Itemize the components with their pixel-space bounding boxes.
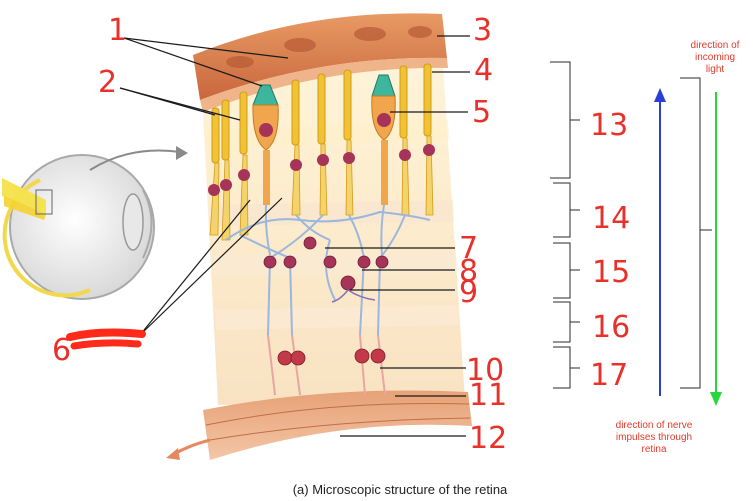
svg-text:incoming: incoming	[695, 52, 735, 63]
label-13: 13	[590, 108, 628, 143]
label-2: 2	[98, 65, 117, 100]
bipolar-cells	[225, 204, 431, 336]
green-arrowhead	[710, 392, 722, 406]
label-3: 3	[473, 13, 492, 48]
bipolar-nuclei	[263, 236, 389, 269]
svg-text:direction of nerve: direction of nerve	[616, 420, 693, 431]
labels: 1 2 3 4 5 6 7 8 9 10 11 12 13 14 15 16 1…	[52, 13, 630, 456]
label-7: 7	[459, 231, 478, 266]
cones	[252, 74, 396, 205]
amacrine-cell	[331, 275, 376, 303]
nerve-impulse-note: direction of nerve impulses through reti…	[616, 420, 693, 455]
svg-text:direction of: direction of	[691, 40, 740, 51]
label-11: 11	[469, 378, 507, 413]
svg-text:retina: retina	[641, 444, 666, 455]
label-9: 9	[459, 275, 478, 310]
incoming-light-note: direction of incoming light	[691, 40, 740, 75]
label-17: 17	[590, 358, 628, 393]
rods	[208, 63, 435, 241]
ganglion-cells	[267, 334, 386, 396]
redacted-label-6	[66, 328, 146, 350]
label-6: 6	[52, 333, 71, 368]
label-8: 8	[459, 254, 478, 289]
eye-inset	[2, 146, 188, 300]
label-16: 16	[592, 310, 630, 345]
figure-caption: (a) Microscopic structure of the retina	[293, 482, 508, 497]
leader-lines	[119, 35, 470, 437]
blue-arrowhead	[654, 88, 666, 102]
svg-text:impulses through: impulses through	[616, 432, 692, 443]
label-15: 15	[592, 255, 630, 290]
direction-arrows	[654, 88, 722, 406]
svg-text:light: light	[706, 64, 725, 75]
retina-section	[166, 13, 472, 460]
label-14: 14	[592, 201, 630, 236]
label-4: 4	[474, 53, 493, 88]
label-1: 1	[108, 13, 127, 48]
label-10: 10	[466, 353, 504, 388]
layer-brackets	[550, 61, 712, 389]
label-5: 5	[472, 95, 491, 130]
label-12: 12	[469, 421, 507, 456]
